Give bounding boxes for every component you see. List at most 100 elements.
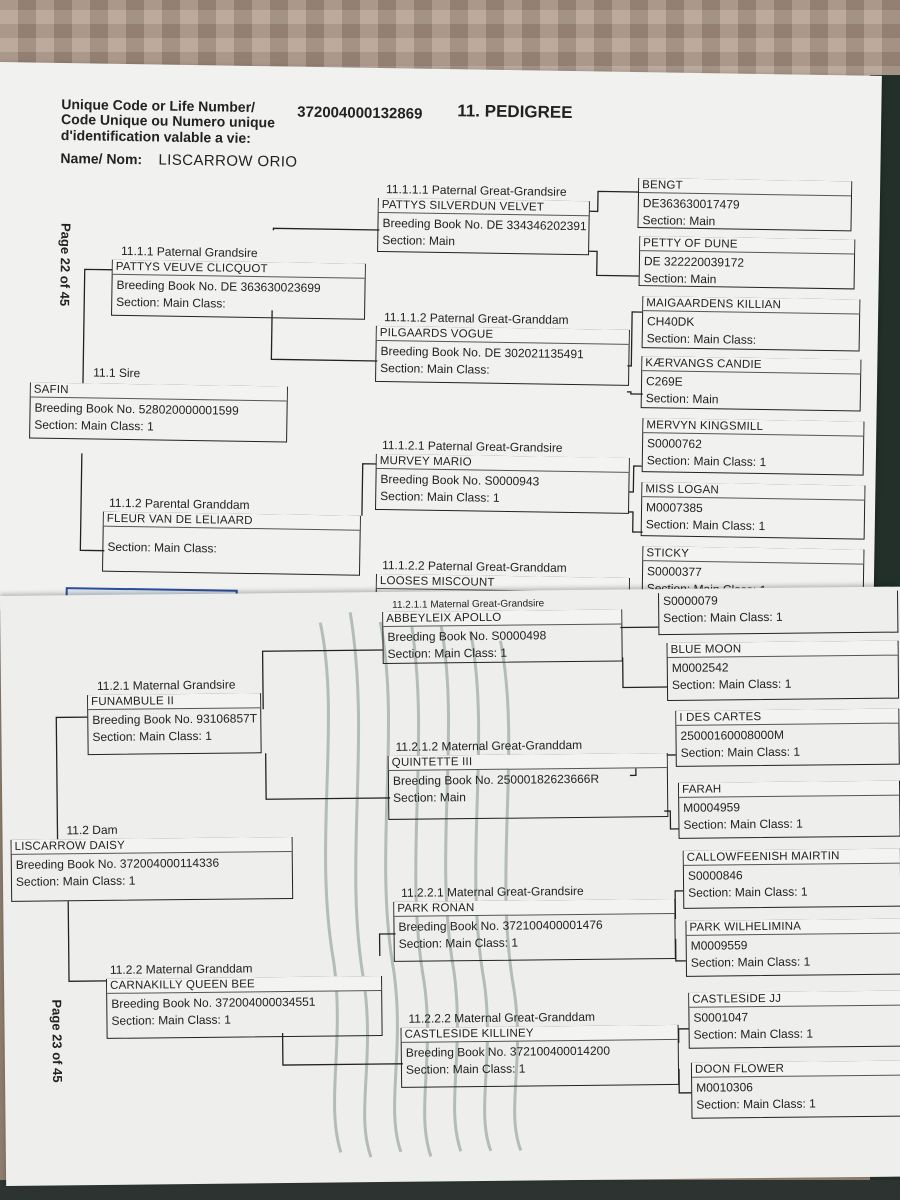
ggd-2222-box: CASTLESIDE KILLINEY Breeding Book No. 37… [400,1024,680,1088]
maternal-granddam-name: CARNAKILLY QUEEN BEE [107,976,382,995]
dam-section: Section: Main Class: 1 [15,873,136,890]
ggs-1121-section: Section: Main Class: 1 [380,489,500,506]
ancestor-box-bengt: BENGT DE363630017479 Section: Main [637,178,853,232]
ancestor-section: Section: Main Class: 1 [645,517,766,534]
ggd-2112-box: QUINTETTE III Breeding Book No. 25000182… [387,753,669,820]
ggd-1112-label: 11.1.1.2 Paternal Great-Granddam [383,310,569,327]
sire-name: SAFIN [30,382,287,402]
ancestor-section: Section: Main [642,213,716,229]
parental-granddam-label: 11.1.2 Parental Granddam [108,495,250,512]
maternal-grandsire-section: Section: Main Class: 1 [92,729,212,745]
ggd-1112-name: PILGAARDS VOGUE [376,325,629,346]
ancestor-section: Section: Main Class: 1 [683,816,803,833]
ggs-2221-label: 11.2.2.1 Maternal Great-Grandsire [401,883,584,900]
ancestor-name: MAIGAARDENS KILLIAN [643,296,860,315]
binder-bottom-edge [0,1180,900,1200]
ancestor-section: Section: Main Class: 1 [688,884,808,901]
ggs-1121-name: MURVEY MARIO [376,453,629,474]
name-label: Name/ Nom: [60,149,143,168]
dam-connector-lines [55,626,692,1094]
section-title: 11. PEDIGREE [457,101,573,122]
ancestor-name: PARK WILHELIMINA [686,918,900,937]
ancestor-name: DOON FLOWER [691,1060,900,1079]
ancestor-section: Section: Main Class: 1 [696,1096,816,1113]
ancestor-box-maigaardens-killian: MAIGAARDENS KILLIAN CH40DK Section: Main… [641,296,861,352]
page-number-22: Page 22 of 45 [57,222,74,307]
paternal-grandsire-section: Section: Main Class: [116,295,226,311]
ancestor-name: MERVYN KINGSMILL [643,418,864,437]
ggd-2222-name: CASTLESIDE KILLINEY [401,1024,678,1044]
ancestor-section: Section: Main Class: 1 [646,453,767,470]
maternal-granddam-box: CARNAKILLY QUEEN BEE Breeding Book No. 3… [106,976,383,1039]
ancestor-section: Section: Main [645,391,719,407]
ancestor-number: S0001047 [693,1010,749,1026]
ancestor-box-callowfeenish-mairtin: CALLOWFEENISH MAIRTIN S0000846 Section: … [682,848,900,909]
sire-connector-lines [79,190,643,608]
ggs-1111-name: PATTYS SILVERDUN VELVET [378,197,589,217]
ancestor-box-farah: FARAH M0004959 Section: Main Class: 1 [677,780,900,839]
dam-name: LISCARROW DAISY [11,836,292,856]
ancestor-name: KÆRVANGS CANDIE [642,356,861,375]
code-label: Unique Code or Life Number/ Code Unique … [61,96,276,147]
ancestor-box-castleside-jj: CASTLESIDE JJ S0001047 Section: Main Cla… [688,990,900,1049]
maternal-grandsire-book: Breeding Book No. 93106857T [92,711,258,728]
maternal-granddam-label: 11.2.2 Maternal Granddam [109,961,253,977]
ancestor-box-kaervangs-candie: KÆRVANGS CANDIE C269E Section: Main [640,356,862,412]
pedigree-page-22: Unique Code or Life Number/ Code Unique … [0,62,882,624]
ggd-2112-section: Section: Main [393,790,466,806]
ggs-2221-section: Section: Main Class: 1 [398,935,519,952]
ancestor-name: BLUE MOON [667,640,898,659]
name-value: LISCARROW ORIO [158,151,298,171]
dam-label: 11.2 Dam [66,822,118,838]
parental-granddam-section: Section: Main Class: [107,540,217,556]
ancestor-number: M0010306 [696,1080,753,1096]
ggd-1112-box: PILGAARDS VOGUE Breeding Book No. DE 302… [375,325,630,386]
ggs-2221-name: PARK RONAN [394,898,675,918]
ancestor-name: MISS LOGAN [642,482,865,502]
sire-label: 11.1 Sire [93,365,141,381]
ggs-2111-label: 11.2.1.1 Maternal Great-Grandsire [392,598,545,611]
ancestor-section: Section: Main Class: 1 [690,954,811,971]
parental-granddam-name: FLEUR VAN DE LELIAARD [103,511,360,532]
maternal-grandsire-box: FUNAMBULE II Breeding Book No. 93106857T… [87,693,262,756]
ancestor-section: Section: Main Class: 1 [680,745,801,761]
pedigree-page-23: Page 23 of 45 11.2 Dam LISCARROW DAISY B… [0,586,900,1186]
ggs-2111-name: ABBEYLEIX APOLLO [383,609,622,628]
page-number-23: Page 23 of 45 [49,999,66,1083]
paternal-grandsire-label: 11.1.1 Paternal Grandsire [120,243,258,261]
ggs-2221-box: PARK RONAN Breeding Book No. 37210040000… [393,898,676,962]
ggd-2222-label: 11.2.2.2 Maternal Great-Granddam [408,1009,596,1026]
code-value: 372004000132869 [297,103,423,123]
ancestor-section: Section: Main [643,271,717,287]
ggs-1111-box: PATTYS SILVERDUN VELVET Breeding Book No… [377,197,590,256]
ancestor-name: CALLOWFEENISH MAIRTIN [683,848,900,867]
sire-box: SAFIN Breeding Book No. 528020000001599 … [29,382,288,443]
maternal-granddam-section: Section: Main Class: 1 [111,1012,231,1029]
dam-box: LISCARROW DAISY Breeding Book No. 372004… [10,836,294,902]
ancestor-box-mervyn-kingsmill: MERVYN KINGSMILL S0000762 Section: Main … [641,418,865,476]
ancestor-box-park-wilhelimina: PARK WILHELIMINA M0009559 Section: Main … [685,918,900,977]
ggd-2112-name: QUINTETTE III [388,753,667,772]
ancestor-box-miss-logan: MISS LOGAN M0007385 Section: Main Class:… [640,482,866,540]
ancestor-box-blue-moon: BLUE MOON M0002542 Section: Main Class: … [666,640,900,702]
ggs-1121-label: 11.1.2.1 Paternal Great-Grandsire [381,438,563,455]
ancestor-name: FARAH [678,780,900,799]
ancestor-name: BENGT [639,178,852,197]
ancestor-box-petty-of-dune: PETTY OF DUNE DE 322220039172 Section: M… [638,236,856,290]
ancestor-name: PETTY OF DUNE [640,236,855,255]
ggs-1111-label: 11.1.1.1 Paternal Great-Grandsire [385,182,567,199]
ancestor-name: CASTLESIDE JJ [689,990,900,1009]
ancestor-box-i-des-cartes: I DES CARTES 25000160008000M Section: Ma… [675,708,900,767]
maternal-grandsire-name: FUNAMBULE II [88,693,261,711]
maternal-grandsire-label: 11.2.1 Maternal Grandsire [96,677,236,693]
watermark-graphic [318,612,523,1158]
ancestor-box-doon-flower: DOON FLOWER M0010306 Section: Main Class… [690,1060,900,1119]
paternal-grandsire-box: PATTYS VEUVE CLICQUOT Breeding Book No. … [111,259,366,320]
ggd-2112-label: 11.2.1.2 Maternal Great-Granddam [395,737,583,754]
ancestor-section: Section: Main Class: [646,331,757,348]
sire-section: Section: Main Class: 1 [34,417,154,434]
ggs-1121-box: MURVEY MARIO Breeding Book No. S0000943 … [375,453,630,514]
ancestor-name: STICKY [643,546,864,565]
ancestor-section: Section: Main Class: 1 [693,1026,814,1043]
ggd-2222-section: Section: Main Class: 1 [405,1061,526,1078]
